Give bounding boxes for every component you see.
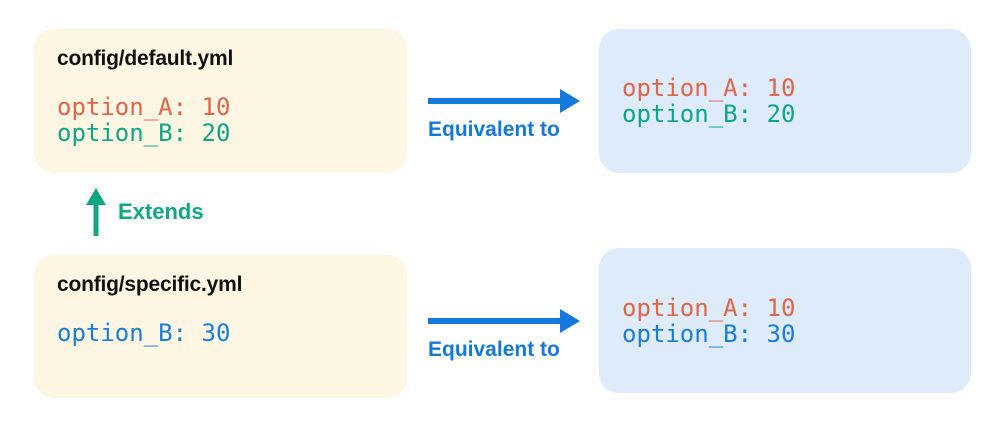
extends-group: Extends <box>85 188 204 236</box>
resolved-default-code: option_A: 10 option_B: 20 <box>622 75 971 127</box>
equivalent-group-bottom: Equivalent to <box>428 308 580 362</box>
code-line-option-a: option_A: 10 <box>57 93 231 121</box>
right-arrow-icon <box>428 309 580 333</box>
code-line-option-a: option_A: 10 <box>622 293 796 322</box>
extends-label: Extends <box>118 199 204 224</box>
code-line-option-a: option_A: 10 <box>622 74 796 102</box>
resolved-specific-card: option_A: 10 option_B: 30 <box>599 248 971 393</box>
equivalent-to-label: Equivalent to <box>428 338 560 361</box>
config-specific-card: config/specific.yml option_B: 30 <box>34 255 407 398</box>
config-default-code: option_A: 10 option_B: 20 <box>57 94 384 146</box>
right-arrow-icon <box>428 89 580 113</box>
code-line-option-b: option_B: 30 <box>57 319 231 347</box>
code-line-option-b: option_B: 20 <box>622 100 796 128</box>
equivalent-group-top: Equivalent to <box>428 88 580 142</box>
up-arrow-icon <box>86 188 106 236</box>
config-default-card: config/default.yml option_A: 10 option_B… <box>34 29 407 173</box>
equivalent-to-label: Equivalent to <box>428 118 560 141</box>
config-specific-filename: config/specific.yml <box>57 273 243 296</box>
resolved-specific-code: option_A: 10 option_B: 30 <box>622 295 971 347</box>
config-specific-code: option_B: 30 <box>57 320 384 346</box>
code-line-option-b: option_B: 30 <box>622 319 796 348</box>
code-line-option-b: option_B: 20 <box>57 119 231 147</box>
config-default-filename: config/default.yml <box>57 47 234 70</box>
resolved-default-card: option_A: 10 option_B: 20 <box>599 29 971 173</box>
